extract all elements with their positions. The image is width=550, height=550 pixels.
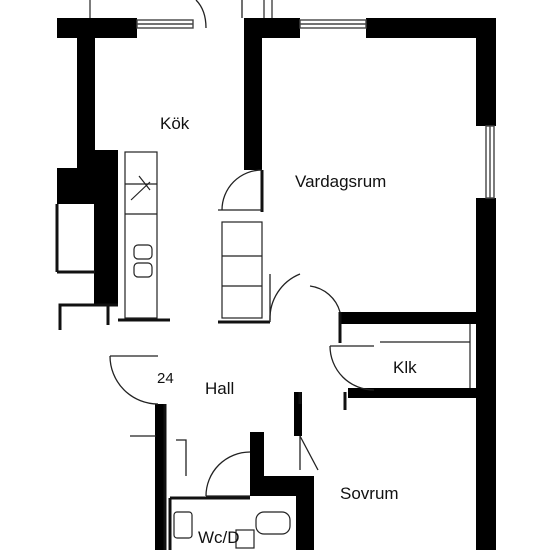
wall-closet-bottom xyxy=(348,388,476,398)
toilet xyxy=(255,511,291,535)
wall-wc-top xyxy=(260,476,300,496)
wall-hall-divider xyxy=(294,392,302,436)
room-label-living-room: Vardagsrum xyxy=(295,172,386,191)
room-label-kitchen: Kök xyxy=(160,114,190,133)
doors xyxy=(109,0,375,497)
closet-shelf xyxy=(380,324,471,388)
wc-fixtures xyxy=(173,511,291,549)
sink-bowl-2 xyxy=(133,262,153,278)
door-hall-living-arc2 xyxy=(309,285,341,313)
door-bedroom-arc xyxy=(299,435,319,471)
door-hall-living-arc1 xyxy=(269,273,301,321)
wall-left-upper xyxy=(77,18,95,168)
room-label-hall: Hall xyxy=(205,379,234,398)
wall-top-right xyxy=(366,18,496,38)
door-living-arc xyxy=(221,169,263,211)
wall-closet-top xyxy=(340,312,480,324)
wall-wc-right xyxy=(296,476,314,550)
door-top-arc xyxy=(195,0,207,29)
windows xyxy=(89,0,495,199)
wall-left-mid xyxy=(94,150,118,305)
wall-kitchen-living xyxy=(244,18,262,170)
door-entry-arc xyxy=(109,355,159,405)
walls xyxy=(57,18,496,550)
wall-top-left xyxy=(57,18,137,38)
room-label-closet: Klk xyxy=(393,358,417,377)
counter xyxy=(124,151,158,319)
door-wc-arc xyxy=(205,451,251,497)
wall-wc-left xyxy=(250,432,264,496)
kitchen-counter xyxy=(124,151,158,319)
room-label-wc: Wc/D xyxy=(198,528,240,547)
wall-hall-left xyxy=(155,404,165,550)
hall-number: 24 xyxy=(157,370,174,387)
door-closet-arc xyxy=(329,345,375,391)
room-label-bedroom: Sovrum xyxy=(340,484,399,503)
wardrobe xyxy=(221,221,263,319)
washbasin xyxy=(173,511,193,539)
wall-right-upper xyxy=(476,18,496,126)
interior-lines xyxy=(55,170,347,550)
sink-bowl-1 xyxy=(133,244,153,260)
wall-right-lower xyxy=(476,198,496,550)
